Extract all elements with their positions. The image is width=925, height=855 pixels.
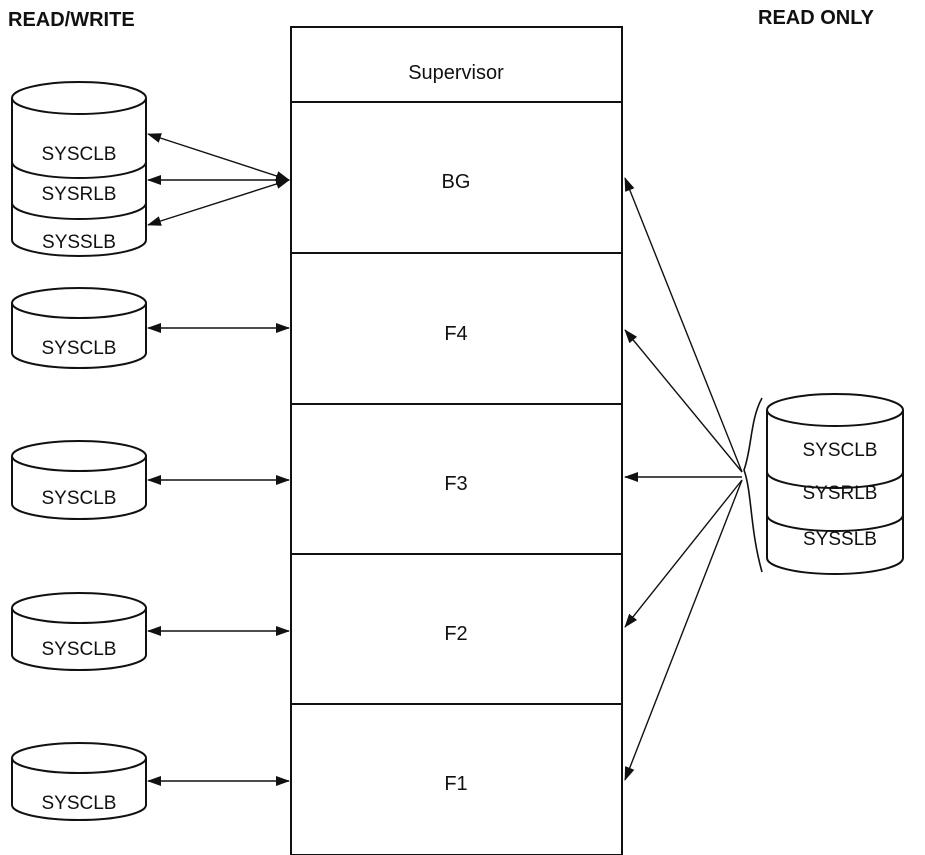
arrow-ro-f2 xyxy=(624,479,743,628)
partition-bg-label: BG xyxy=(442,171,471,193)
partition-column: Supervisor BG F4 F3 F2 F1 xyxy=(290,26,623,855)
partition-f2-label: F2 xyxy=(444,623,467,645)
f4-sysclb-label: SYSCLB xyxy=(42,338,117,359)
disk-top xyxy=(11,81,147,115)
f3-sysclb-label: SYSCLB xyxy=(42,488,117,509)
arrow-ro-f1 xyxy=(624,479,743,781)
disk-body xyxy=(11,608,147,671)
ro-ssslb-label: SYSSLB xyxy=(803,529,877,550)
f3-library-disk: SYSCLB xyxy=(11,440,147,520)
disk-top xyxy=(11,287,147,319)
disk-divider xyxy=(766,514,904,532)
partition-f3-label: F3 xyxy=(444,473,467,495)
read-only-header: READ ONLY xyxy=(758,7,875,29)
partition-outline xyxy=(290,26,623,855)
f2-sysclb-label: SYSCLB xyxy=(42,639,117,660)
disk-top xyxy=(766,393,904,427)
disk-divider xyxy=(766,471,904,489)
disk-body xyxy=(11,303,147,369)
read-only-library-stack: SYSCLB SYSRLB SYSSLB xyxy=(766,393,904,575)
arrow-bg-sysclb xyxy=(147,133,290,181)
f4-library-disk: SYSCLB xyxy=(11,287,147,369)
partition-f4-label: F4 xyxy=(444,323,467,345)
bg-sysclb-label: SYSCLB xyxy=(42,144,117,165)
arrow-bg-ssslb xyxy=(147,179,290,226)
disk-body xyxy=(11,456,147,520)
disk-body xyxy=(11,758,147,821)
bg-ssslb-label: SYSSLB xyxy=(42,232,116,253)
disk-top xyxy=(11,592,147,624)
bg-library-stack: SYSCLB SYSRLB SYSSLB xyxy=(11,81,147,257)
bg-sysrlb-label: SYSRLB xyxy=(42,184,117,205)
f1-sysclb-label: SYSCLB xyxy=(42,793,117,814)
disk-divider xyxy=(11,202,147,220)
brace xyxy=(743,397,763,573)
f1-library-disk: SYSCLB xyxy=(11,742,147,821)
partition-f1-label: F1 xyxy=(444,773,467,795)
arrow-ro-bg xyxy=(624,177,743,473)
disk-top xyxy=(11,440,147,472)
ro-sysclb-label: SYSCLB xyxy=(803,440,878,461)
arrow-ro-f4 xyxy=(624,329,743,473)
disk-body xyxy=(766,410,904,575)
disk-top xyxy=(11,742,147,774)
partition-supervisor-label: Supervisor xyxy=(408,62,504,84)
read-write-header: READ/WRITE xyxy=(8,9,135,31)
ro-sysrlb-label: SYSRLB xyxy=(803,483,878,504)
f2-library-disk: SYSCLB xyxy=(11,592,147,671)
disk-divider xyxy=(11,161,147,179)
